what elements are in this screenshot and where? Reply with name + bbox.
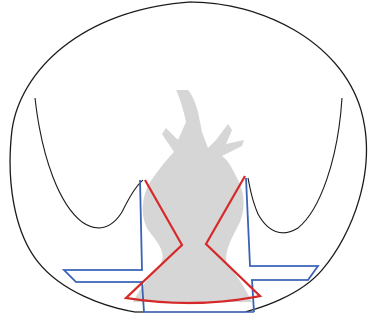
right-interior-curve [248, 98, 342, 233]
left-interior-curve [35, 98, 143, 228]
